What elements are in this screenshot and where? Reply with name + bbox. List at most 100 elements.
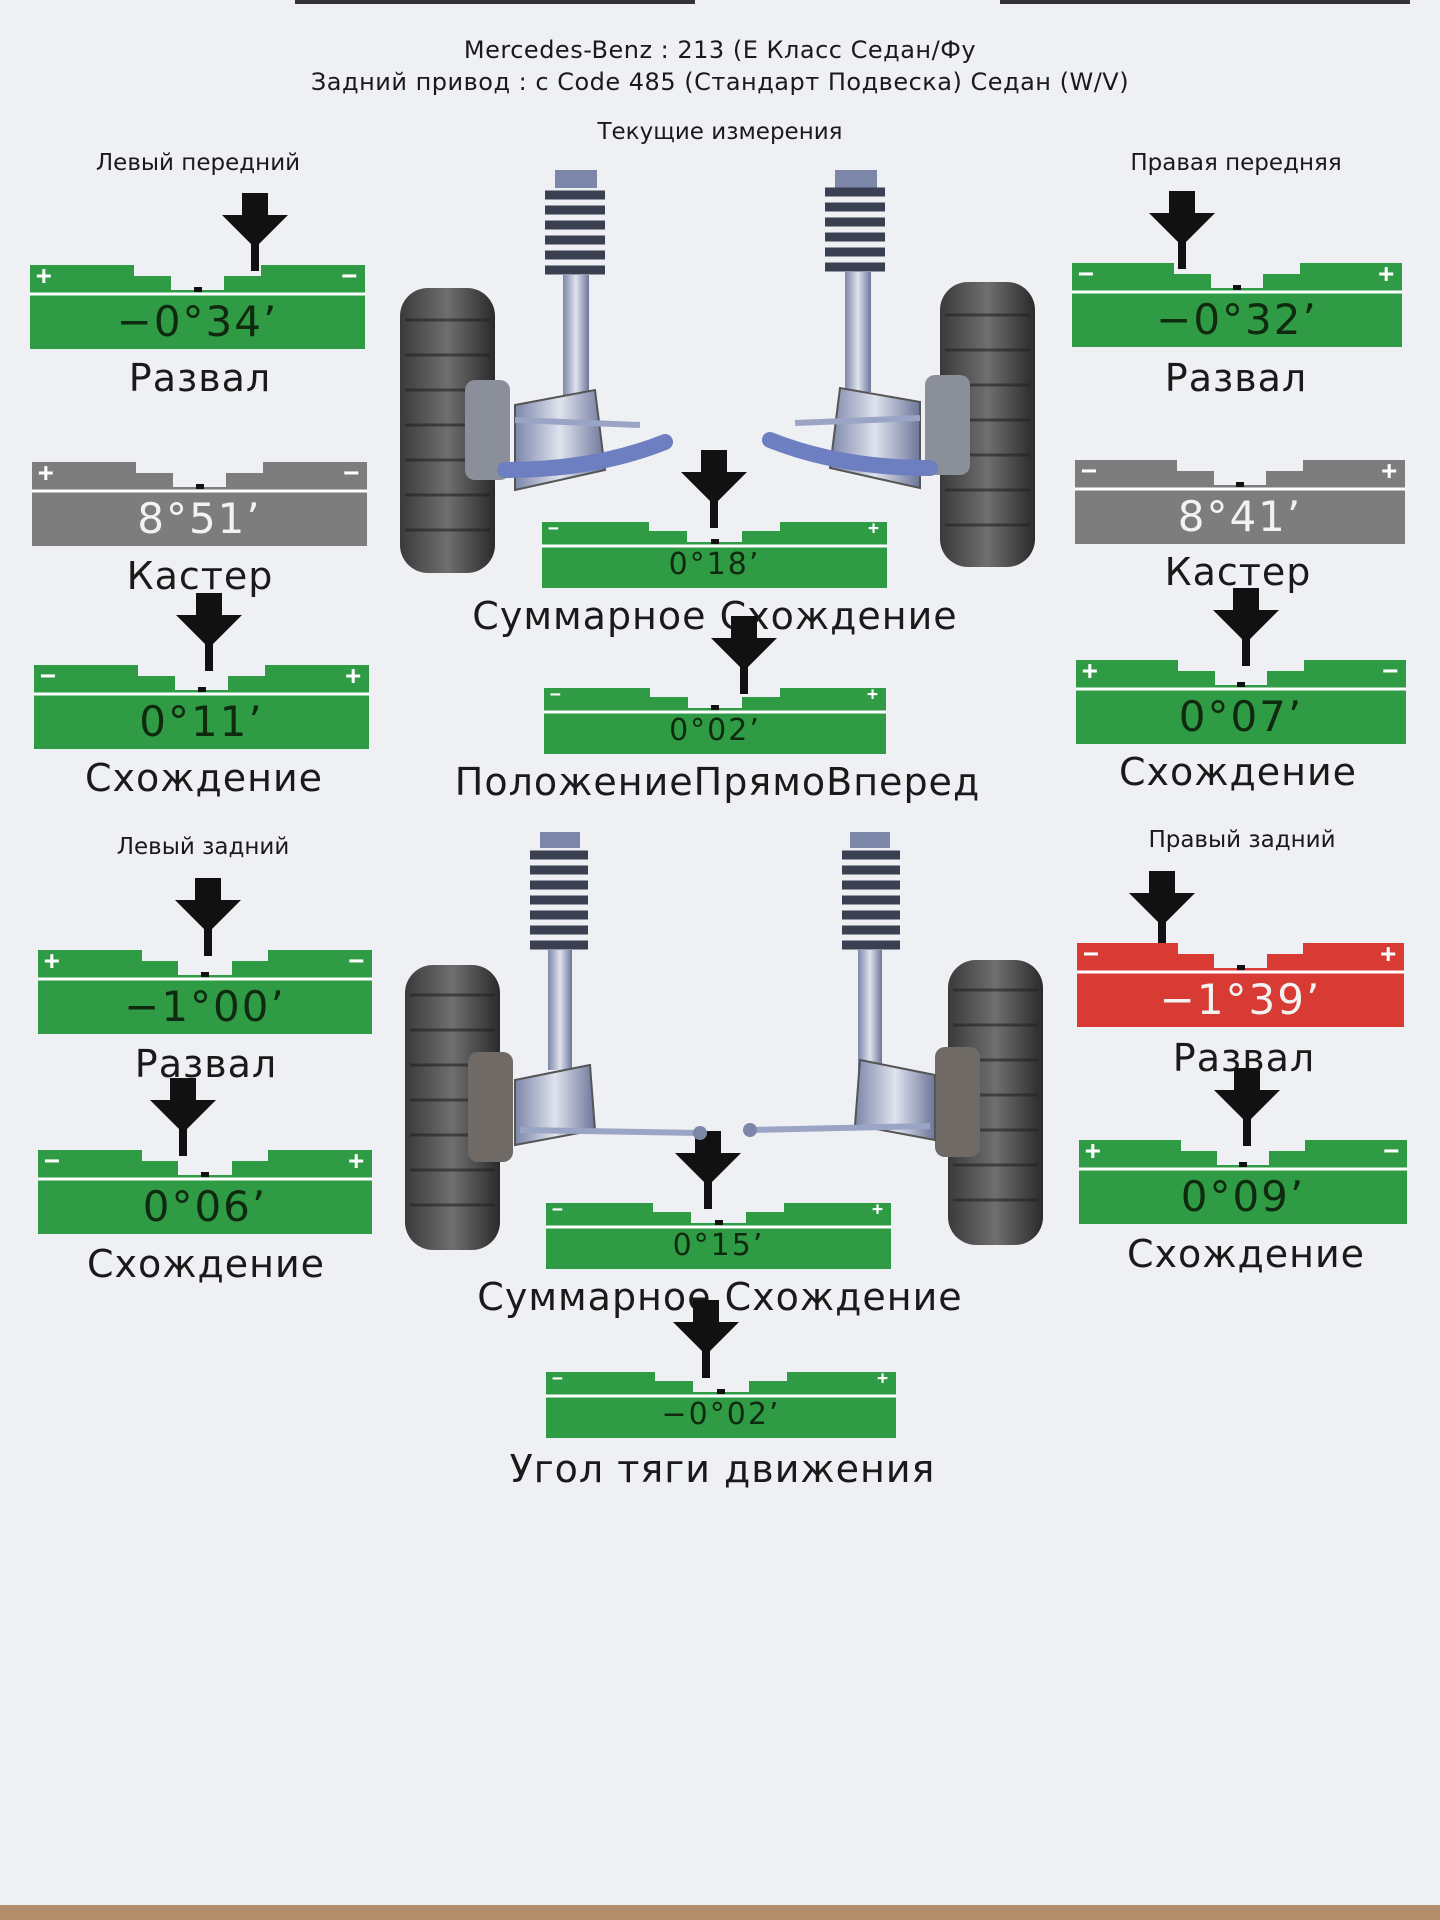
front-left-strut	[497, 170, 673, 492]
rear-left-camber-gauge: + − −1°00’	[38, 878, 372, 1034]
front-right-tire	[925, 282, 1035, 567]
front-left-camber-label: Развал	[128, 356, 272, 400]
rear-total-toe-down-arrow-icon	[675, 1131, 741, 1209]
plus-sign-icon: +	[872, 1199, 883, 1220]
front-total-toe-value: 0°18’	[668, 547, 761, 582]
front-right-camber-bar	[1072, 263, 1402, 347]
plus-sign-icon: +	[1378, 259, 1394, 289]
minus-sign-icon: −	[552, 1368, 563, 1389]
rear-suspension-illustration	[405, 832, 1043, 1250]
rear-left-toe-down-arrow-icon	[150, 1078, 216, 1156]
front-total-toe-label: Суммарное Схождение	[472, 594, 958, 638]
front-left-toe-bar	[34, 665, 369, 749]
minus-sign-icon: −	[1078, 259, 1094, 289]
minus-sign-icon: −	[1383, 1136, 1399, 1166]
rear-total-toe-bar	[546, 1203, 891, 1269]
plus-sign-icon: +	[348, 1146, 364, 1176]
front-right-caster-gauge: − +8°41’	[1075, 456, 1405, 544]
rear-left-toe-bar	[38, 1150, 372, 1234]
front-right-camber-value: −0°32’	[1156, 295, 1318, 344]
front-left-camber-bar	[30, 265, 365, 349]
rear-right-camber-down-arrow-icon	[1129, 871, 1195, 949]
thrust-angle-gauge: −+−0°02’	[546, 1300, 896, 1438]
front-left-camber-gauge: +−−0°34’	[30, 193, 365, 349]
minus-sign-icon: −	[40, 661, 56, 691]
front-left-label: Левый передний	[95, 150, 301, 176]
front-right-camber-down-arrow-icon	[1149, 191, 1215, 269]
rear-right-tire	[935, 960, 1043, 1245]
straight-ahead-bar	[544, 688, 886, 754]
front-right-caster-bar	[1075, 460, 1405, 544]
rear-right-toe-value: 0°09’	[1180, 1172, 1306, 1221]
minus-sign-icon: −	[548, 518, 559, 539]
front-left-caster-bar	[32, 462, 367, 546]
rear-right-camber-gauge: − + −1°39’	[1077, 871, 1404, 1027]
front-left-camber-value: −0°34’	[116, 297, 279, 346]
rear-left-strut	[514, 832, 707, 1147]
thrust-angle-bar	[546, 1372, 896, 1438]
straight-ahead-down-arrow-icon	[711, 616, 777, 694]
minus-sign-icon: −	[44, 1146, 60, 1176]
front-right-caster-value: 8°41’	[1177, 492, 1303, 541]
plus-sign-icon: +	[36, 261, 52, 291]
top-rule-left	[295, 0, 695, 4]
minus-sign-icon: −	[1081, 456, 1097, 486]
front-right-camber-label: Развал	[1164, 356, 1308, 400]
front-left-camber-down-arrow-icon	[222, 193, 288, 271]
front-right-toe-label: Схождение	[1118, 750, 1358, 794]
front-left-toe-gauge: −+0°11’	[34, 593, 369, 749]
front-right-toe-bar	[1076, 660, 1406, 744]
front-total-toe-gauge: − +0°18’	[542, 450, 887, 588]
rear-right-label: Правый задний	[1148, 827, 1336, 853]
front-right-label: Правая передняя	[1130, 150, 1342, 176]
front-right-toe-gauge: +−0°07’	[1076, 588, 1406, 744]
front-left-caster-gauge: + − 8°51’	[32, 458, 367, 546]
plus-sign-icon: +	[44, 946, 60, 976]
front-left-toe-label: Схождение	[84, 756, 324, 800]
rear-right-toe-bar	[1079, 1140, 1407, 1224]
vehicle-model-line: Mercedes-Benz : 213 (E Класс Седан/Фу	[463, 36, 977, 64]
front-right-toe-down-arrow-icon	[1213, 588, 1279, 666]
plus-sign-icon: +	[877, 1368, 888, 1389]
rear-left-tire	[405, 965, 513, 1250]
page-edge-strip	[0, 1905, 1440, 1920]
rear-left-camber-bar	[38, 950, 372, 1034]
front-right-caster-label: Кастер	[1164, 550, 1312, 594]
minus-sign-icon: −	[550, 684, 561, 705]
plus-sign-icon: +	[1380, 939, 1396, 969]
plus-sign-icon: +	[868, 518, 879, 539]
front-right-toe-value: 0°07’	[1178, 692, 1304, 741]
rear-left-label: Левый задний	[116, 834, 290, 860]
rear-total-toe-value: 0°15’	[672, 1228, 765, 1263]
straight-ahead-gauge: −+0°02’	[544, 616, 886, 754]
thrust-angle-down-arrow-icon	[673, 1300, 739, 1378]
plus-sign-icon: +	[1381, 456, 1397, 486]
minus-sign-icon: −	[348, 946, 364, 976]
front-left-toe-down-arrow-icon	[176, 593, 242, 671]
rear-left-camber-label: Развал	[134, 1042, 278, 1086]
minus-sign-icon: −	[1083, 939, 1099, 969]
front-left-caster-value: 8°51’	[137, 494, 262, 543]
plus-sign-icon: +	[38, 458, 54, 488]
minus-sign-icon: −	[552, 1199, 563, 1220]
rear-right-camber-bar	[1077, 943, 1404, 1027]
plus-sign-icon: +	[867, 684, 878, 705]
top-rule-right	[1000, 0, 1410, 4]
vehicle-config-line: Задний привод : с Code 485 (Стандарт Под…	[310, 68, 1130, 96]
front-left-toe-value: 0°11’	[139, 697, 264, 746]
rear-left-toe-label: Схождение	[86, 1242, 326, 1286]
rear-left-camber-value: −1°00’	[124, 982, 286, 1031]
plus-sign-icon: +	[1082, 656, 1098, 686]
rear-total-toe-label: Суммарное Схождение	[477, 1275, 963, 1319]
rear-right-toe-gauge: + − 0°09’	[1079, 1068, 1407, 1224]
front-left-caster-label: Кастер	[126, 554, 274, 598]
front-right-camber-gauge: − + −0°32’	[1072, 191, 1402, 347]
front-left-tire	[400, 288, 510, 573]
thrust-angle-label: Угол тяги движения	[509, 1447, 936, 1491]
minus-sign-icon: −	[343, 458, 359, 488]
rear-right-toe-down-arrow-icon	[1214, 1068, 1280, 1146]
plus-sign-icon: +	[1085, 1136, 1101, 1166]
front-total-toe-bar	[542, 522, 887, 588]
rear-total-toe-gauge: − +0°15’	[546, 1131, 891, 1269]
rear-right-camber-value: −1°39’	[1159, 975, 1322, 1024]
